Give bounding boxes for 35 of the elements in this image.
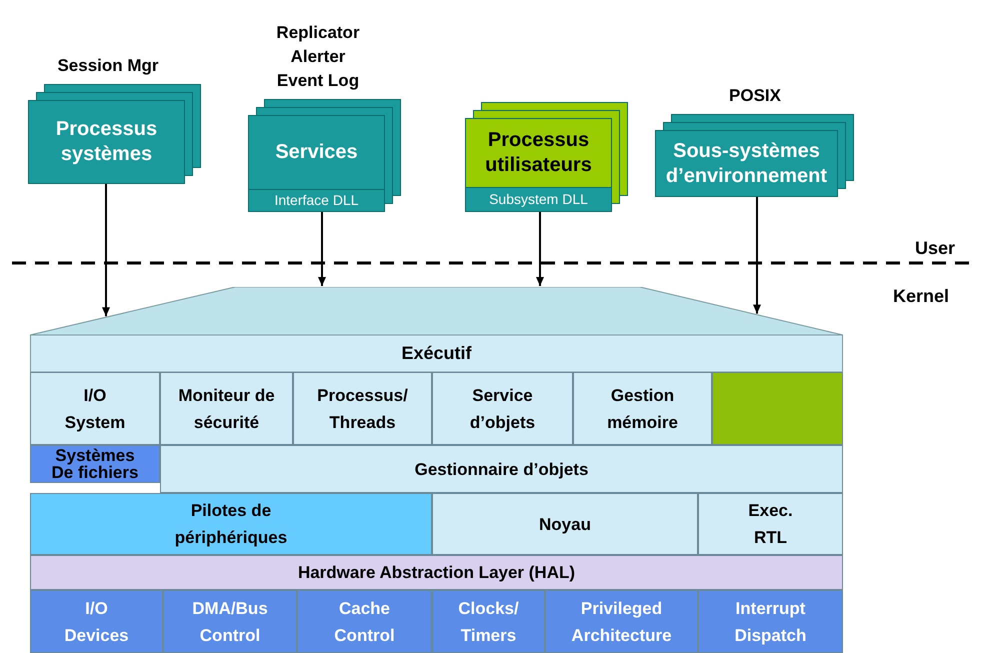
process-name: Alerter <box>290 46 346 68</box>
component-cell: Processus/ Threads <box>293 372 432 445</box>
component-cell: I/O System <box>30 372 160 445</box>
component-cell: DMA/Bus Control <box>163 590 297 653</box>
arrow <box>536 212 544 286</box>
arrow <box>753 197 761 314</box>
component-cell: Hardware Abstraction Layer (HAL) <box>30 555 843 590</box>
component-cell: Cache Control <box>297 590 432 653</box>
component-cell: Exec. RTL <box>698 493 843 555</box>
process-name: POSIX <box>729 85 781 107</box>
user-label: User <box>915 237 956 260</box>
component-cell <box>712 372 843 445</box>
component-cell: Gestionnaire d’objets <box>160 445 843 493</box>
component-cell: Interrupt Dispatch <box>698 590 843 653</box>
process-name: Replicator <box>276 22 360 44</box>
arrow <box>318 212 326 286</box>
box-title: Sous-systèmes d’environnement <box>664 138 828 188</box>
kernel-label: Kernel <box>893 285 950 308</box>
component-cell: I/O Devices <box>30 590 163 653</box>
process-name: Session Mgr <box>57 55 159 77</box>
box-title: Processus utilisateurs <box>484 128 593 178</box>
box-title: Services <box>275 140 358 165</box>
arrow <box>102 184 110 316</box>
dll-strip: Subsystem DLL <box>466 187 611 211</box>
component-cell: Privileged Architecture <box>545 590 698 653</box>
component-cell: Systèmes De fichiers <box>30 445 160 483</box>
box-title: Processus systèmes <box>54 117 158 167</box>
component-cell: Clocks/ Timers <box>432 590 545 653</box>
process-name: Event Log <box>276 70 360 92</box>
component-cell: Pilotes de périphériques <box>30 493 432 555</box>
component-cell: Noyau <box>432 493 698 555</box>
component-cell: Moniteur de sécurité <box>160 372 293 445</box>
component-cell: Service d’objets <box>432 372 573 445</box>
component-cell: Gestion mémoire <box>573 372 712 445</box>
layer-title: Exécutif <box>401 342 472 365</box>
